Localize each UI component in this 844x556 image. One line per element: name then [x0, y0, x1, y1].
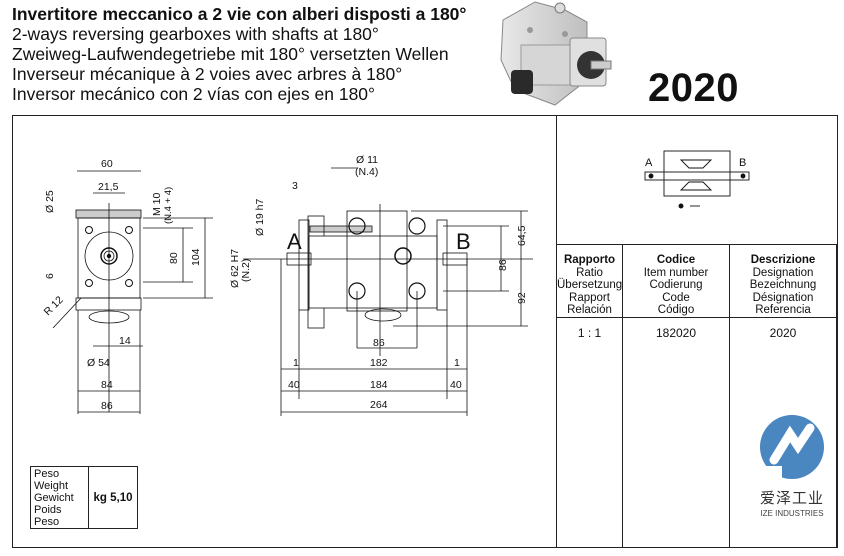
dim-92: 92	[516, 292, 528, 304]
dim-d62-count: (N.2)	[240, 259, 252, 282]
header-designation-en: Designation	[752, 266, 814, 279]
dim-104: 104	[190, 248, 202, 266]
title-fr: Inverseur mécanique à 2 voies avec arbre…	[12, 64, 403, 84]
dim-m10: M 10	[151, 192, 163, 216]
designation-value: 2020	[769, 326, 797, 340]
dim-d62: Ø 62 H7	[229, 249, 241, 288]
dim-80: 80	[168, 252, 180, 264]
weight-label-es: Peso	[34, 516, 60, 528]
dim-1-left: 1	[293, 357, 299, 369]
dim-3: 3	[292, 180, 298, 192]
dim-182: 182	[370, 357, 388, 369]
header-designation-es: Referencia	[755, 304, 811, 316]
shaft-b-label: B	[456, 229, 471, 254]
weight-labels: Peso Weight Gewicht Poids Peso	[31, 467, 89, 528]
drawing-frame: 60 21,5 Ø 25 M 10 (N.4 + 4) 80 104 6 R 1…	[12, 115, 557, 548]
logo-chinese-name: 爱泽工业	[759, 490, 824, 507]
dim-6: 6	[44, 273, 56, 279]
dim-1-right: 1	[454, 357, 460, 369]
dim-60: 60	[101, 158, 113, 170]
header-ratio-es: Relación	[567, 304, 612, 316]
logo-english-name: IZE INDUSTRIES	[760, 509, 824, 518]
dim-d19: Ø 19 h7	[254, 198, 266, 236]
side-view: 60 21,5 Ø 25 M 10 (N.4 + 4) 80 104 6 R 1…	[42, 158, 213, 414]
header-designation: Descrizione	[750, 254, 816, 266]
title-es: Inversor mecánico con 2 vías con ejes en…	[12, 84, 376, 104]
header-code-de: Codierung	[649, 279, 703, 291]
header-ratio: Rapporto	[563, 254, 616, 266]
model-number: 2020	[648, 66, 739, 110]
header-designation-de: Bezeichnung	[749, 279, 817, 291]
header-ratio-en: Ratio	[576, 266, 603, 279]
dim-14: 14	[119, 335, 131, 347]
dim-86-height: 86	[497, 259, 509, 271]
header-code-fr: Code	[662, 291, 690, 304]
header-code-es: Código	[657, 304, 695, 316]
header-ratio-de: Übersetzung	[557, 279, 623, 291]
dim-m10-count: (N.4 + 4)	[163, 187, 174, 224]
dim-d25: Ø 25	[44, 190, 56, 213]
header-code-en: Item number	[643, 266, 709, 279]
dim-64-5: 64,5	[516, 225, 528, 246]
front-view: A B Ø 11 (N.4) 3 Ø 19 h7 Ø 62 H7 (N.2) 6…	[229, 154, 533, 416]
item-number-value: 182020	[655, 326, 697, 340]
weight-label-fr: Poids	[34, 504, 62, 516]
weight-box: Peso Weight Gewicht Poids Peso kg 5,10	[30, 466, 138, 529]
title-en: 2-ways reversing gearboxes with shafts a…	[12, 24, 379, 44]
dim-86-width: 86	[373, 337, 385, 349]
dim-40-right: 40	[450, 379, 462, 391]
weight-label-de: Gewicht	[34, 492, 74, 504]
weight-label-it: Peso	[34, 468, 60, 480]
dim-86-side: 86	[101, 400, 113, 412]
dim-21-5: 21,5	[98, 181, 119, 193]
technical-drawing: 60 21,5 Ø 25 M 10 (N.4 + 4) 80 104 6 R 1…	[42, 154, 533, 416]
schematic-label-a: A	[645, 157, 653, 169]
dim-40-left: 40	[288, 379, 300, 391]
weight-label-en: Weight	[34, 480, 69, 492]
ize-logo: 爱泽工业 IZE INDUSTRIES	[752, 414, 832, 518]
dim-264: 264	[370, 399, 388, 411]
title-block: Invertitore meccanico a 2 vie con alberi…	[12, 4, 466, 104]
ize-logo-icon	[760, 415, 824, 480]
weight-value: kg 5,10	[93, 491, 133, 504]
header-ratio-fr: Rapport	[569, 291, 610, 304]
dim-84: 84	[101, 379, 113, 391]
dim-184: 184	[370, 379, 388, 391]
dim-d54: Ø 54	[87, 357, 110, 369]
dim-d11-count: (N.4)	[355, 166, 378, 178]
header-code: Codice	[656, 254, 696, 266]
shaft-a-label: A	[287, 229, 302, 254]
ratio-value: 1 : 1	[577, 326, 602, 340]
gearbox-product-image	[500, 1, 612, 106]
header-designation-fr: Désignation	[752, 291, 814, 304]
title-de: Zweiweg-Laufwendegetriebe mit 180° verse…	[12, 44, 449, 64]
dim-r12: R 12	[42, 294, 66, 318]
gear-schematic: A B	[557, 116, 837, 245]
dim-d11: Ø 11	[356, 154, 378, 166]
title-it: Invertitore meccanico a 2 vie con alberi…	[12, 4, 467, 24]
schematic-label-b: B	[739, 157, 746, 169]
